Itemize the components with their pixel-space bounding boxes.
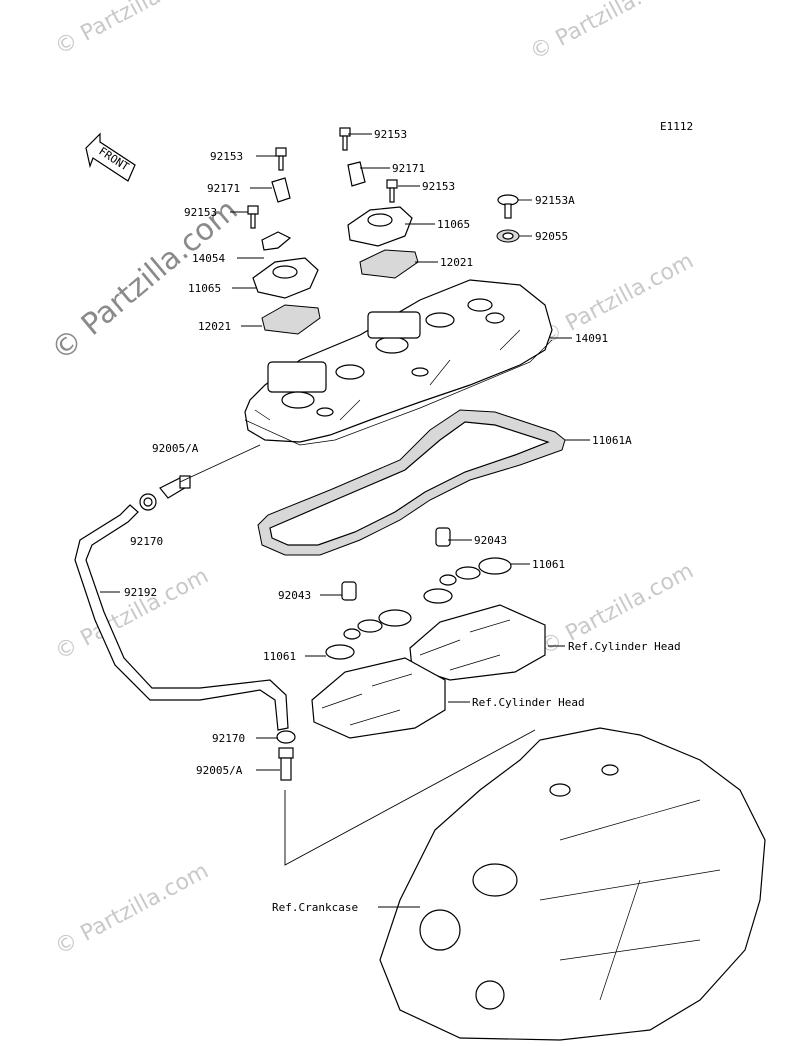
watermark-top-right: © Partzilla.com — [526, 0, 688, 65]
watermark-bottom-left: © Partzilla.com — [51, 859, 213, 961]
callout-11061A: 11061A — [592, 434, 632, 447]
watermark-mid-right: © Partzilla.com — [536, 249, 698, 351]
bolt-92153-right-mid — [386, 179, 398, 203]
callout-92153-left-2: 92153 — [184, 206, 217, 219]
gasket-12021-right — [359, 249, 419, 279]
seals-11061-left — [325, 609, 412, 660]
clip-92171-right — [347, 161, 366, 187]
callout-92153-mid: 92153 — [422, 180, 455, 193]
callout-92043-left: 92043 — [278, 589, 311, 602]
callout-14054: 14054 — [192, 252, 225, 265]
callout-92192: 92192 — [124, 586, 157, 599]
callout-92170-bottom: 92170 — [212, 732, 245, 745]
hose-92192 — [74, 504, 289, 731]
callout-11061-right: 11061 — [532, 558, 565, 571]
watermark-mid-left: © Partzilla.com — [51, 564, 213, 666]
plug-cover-11065-left — [252, 257, 319, 299]
callout-ref-cylinder-head-2: Ref.Cylinder Head — [472, 696, 585, 709]
washer-92055 — [496, 229, 520, 243]
callout-ref-cylinder-head-1: Ref.Cylinder Head — [568, 640, 681, 653]
leader-lines — [100, 133, 590, 908]
seals-11061-right — [423, 557, 512, 604]
cylinder-head-ref-lower — [311, 657, 446, 739]
callout-11061-left: 11061 — [263, 650, 296, 663]
callout-12021-left: 12021 — [198, 320, 231, 333]
callout-92005A-top: 92005/A — [152, 442, 199, 455]
callout-92171-left: 92171 — [207, 182, 240, 195]
valve-cover-14091 — [244, 279, 553, 446]
front-arrow-icon: FRONT — [85, 132, 136, 182]
dowel-92043-right — [435, 527, 451, 547]
callout-92043-right: 92043 — [474, 534, 507, 547]
bracket-14054 — [261, 231, 292, 251]
watermark-top-left: © Partzilla.com — [51, 0, 213, 60]
bolt-92153-left-mid — [247, 205, 259, 229]
plug-cover-11065-right — [347, 206, 413, 247]
clamp-92170-top — [139, 493, 157, 511]
callout-92055: 92055 — [535, 230, 568, 243]
callout-92005A-bottom: 92005/A — [196, 764, 243, 777]
dowel-92043-left — [341, 581, 357, 601]
callout-14091: 14091 — [575, 332, 608, 345]
callout-92170-top: 92170 — [130, 535, 163, 548]
bolt-92153A — [497, 194, 519, 219]
clamp-92170-bottom — [276, 730, 296, 744]
callout-92153-top: 92153 — [374, 128, 407, 141]
callout-12021-right: 12021 — [440, 256, 473, 269]
callout-92153A: 92153A — [535, 194, 575, 207]
bolt-92153-left-top — [275, 147, 287, 171]
gasket-11061A — [257, 409, 566, 556]
fitting-92005A-top — [159, 475, 191, 499]
crankcase-ref — [379, 727, 766, 1041]
callout-92153-left-1: 92153 — [210, 150, 243, 163]
diagram-code: E1112 — [660, 120, 693, 133]
fitting-92005A-bottom — [278, 747, 294, 781]
callout-11065-left: 11065 — [188, 282, 221, 295]
callout-ref-crankcase: Ref.Crankcase — [272, 901, 358, 914]
cylinder-head-ref-upper — [409, 604, 546, 681]
bolt-92153-right-top — [339, 127, 351, 151]
gasket-12021-left — [261, 304, 321, 335]
callout-11065-right: 11065 — [437, 218, 470, 231]
callout-92171-top: 92171 — [392, 162, 425, 175]
clip-92171-left — [271, 177, 291, 203]
